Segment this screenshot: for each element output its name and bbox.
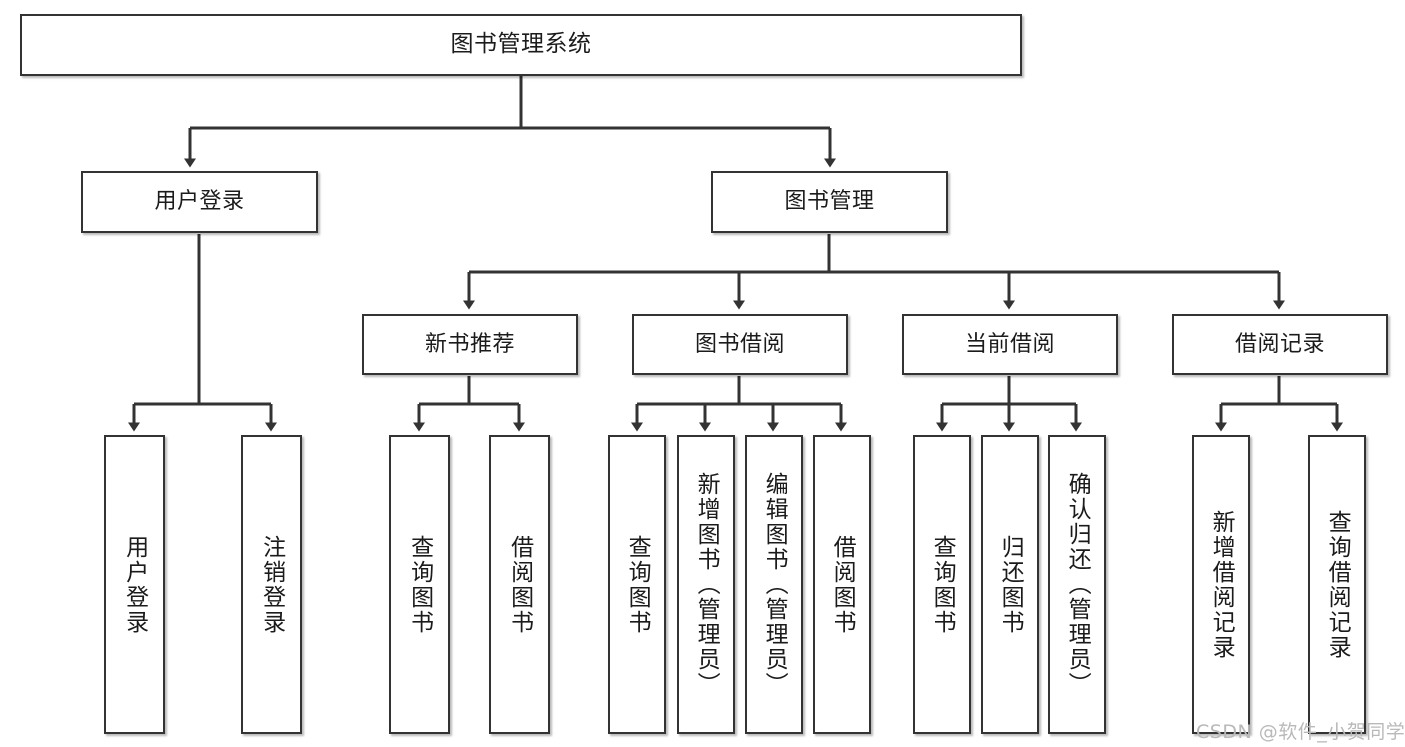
node-user-login[interactable]: 用户登录 <box>81 171 318 233</box>
leaf-logout-login[interactable]: 注销登录 <box>241 435 302 734</box>
leaf-borrow-book-borrow[interactable]: 借阅图书 <box>813 435 871 734</box>
node-label: 用户登录 <box>154 189 245 215</box>
node-new-book-recommendation[interactable]: 新书推荐 <box>362 314 578 375</box>
node-label: 新增图书（管理员） <box>693 472 720 697</box>
leaf-borrow-book-recommend[interactable]: 借阅图书 <box>489 435 550 734</box>
node-label: 用户登录 <box>121 534 148 635</box>
leaf-add-borrow-record[interactable]: 新增借阅记录 <box>1192 435 1250 734</box>
node-label: 查询图书 <box>406 534 433 635</box>
leaf-add-book-admin[interactable]: 新增图书（管理员） <box>677 435 735 734</box>
node-label: 查询图书 <box>929 534 956 635</box>
node-label: 图书借阅 <box>694 331 785 357</box>
edge-group-root <box>184 76 836 168</box>
node-label: 查询图书 <box>624 534 651 635</box>
node-label: 借阅记录 <box>1234 331 1325 357</box>
leaf-confirm-return-admin[interactable]: 确认归还（管理员） <box>1048 435 1106 734</box>
node-label: 编辑图书（管理员） <box>761 472 788 697</box>
node-label: 查询借阅记录 <box>1324 509 1351 660</box>
leaf-query-borrow-record[interactable]: 查询借阅记录 <box>1308 435 1366 734</box>
node-label: 新书推荐 <box>424 331 515 357</box>
node-borrow-record[interactable]: 借阅记录 <box>1172 314 1388 375</box>
leaf-edit-book-admin[interactable]: 编辑图书（管理员） <box>745 435 803 734</box>
leaf-query-book-recommend[interactable]: 查询图书 <box>389 435 450 734</box>
node-root-system[interactable]: 图书管理系统 <box>20 14 1022 76</box>
node-book-manage[interactable]: 图书管理 <box>711 171 948 233</box>
csdn-watermark: CSDN @软件_小贺同学 <box>1196 721 1405 743</box>
edge-group-user-login <box>128 234 277 432</box>
leaf-return-book[interactable]: 归还图书 <box>981 435 1039 734</box>
leaf-query-book-borrow[interactable]: 查询图书 <box>608 435 666 734</box>
edge-group-book-manage <box>463 234 1285 310</box>
node-label: 确认归还（管理员） <box>1064 472 1091 697</box>
node-book-borrow[interactable]: 图书借阅 <box>632 314 848 375</box>
node-label: 当前借阅 <box>964 331 1055 357</box>
edge-group-borrow-record <box>1215 376 1343 432</box>
leaf-user-login[interactable]: 用户登录 <box>104 435 165 734</box>
edge-group-new-book-rec <box>413 376 525 432</box>
node-label: 借阅图书 <box>506 534 533 635</box>
node-current-borrow[interactable]: 当前借阅 <box>902 314 1118 375</box>
node-label: 新增借阅记录 <box>1208 509 1235 660</box>
leaf-query-book-current[interactable]: 查询图书 <box>913 435 971 734</box>
node-label: 注销登录 <box>258 534 285 635</box>
node-label: 归还图书 <box>997 534 1024 635</box>
node-label: 图书管理系统 <box>450 31 592 58</box>
node-label: 图书管理 <box>784 189 875 215</box>
node-label: 借阅图书 <box>829 534 856 635</box>
edge-group-current-borrow <box>936 376 1082 432</box>
edge-group-book-borrow <box>631 376 847 432</box>
